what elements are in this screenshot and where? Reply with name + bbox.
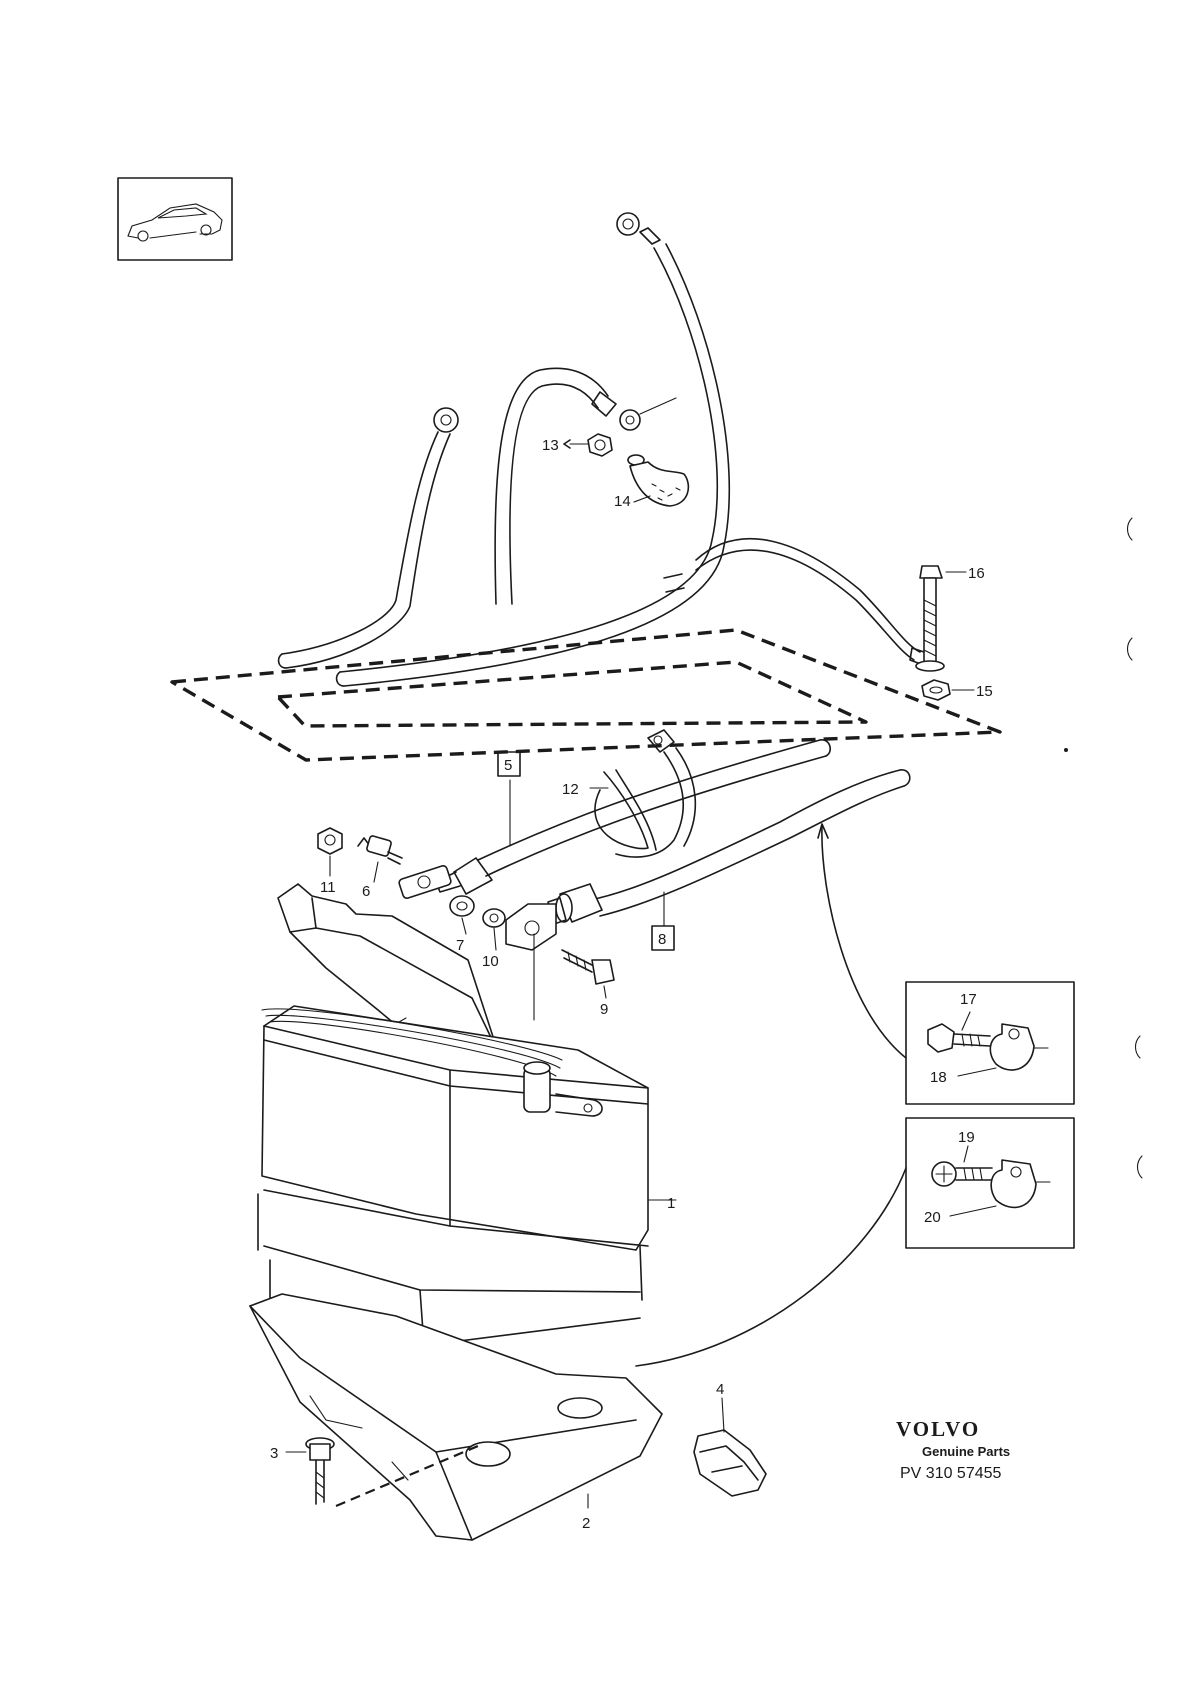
callout-8-box xyxy=(651,925,675,951)
part-16-bolt xyxy=(915,565,967,672)
callout-17: 17 xyxy=(960,991,977,1008)
drawing-code: PV 310 57455 xyxy=(900,1465,1002,1482)
brand-subtitle: Genuine Parts xyxy=(922,1444,1010,1459)
callout-13: 13 xyxy=(542,437,559,454)
callout-5: 5 xyxy=(504,757,512,774)
negative-terminal-clamp xyxy=(505,903,557,1021)
cable-ground-left xyxy=(277,407,459,669)
callout-20: 20 xyxy=(924,1209,941,1226)
part-8-battery-cable xyxy=(547,769,911,927)
part-10-washer xyxy=(482,908,506,951)
part-6-terminal-bolt xyxy=(357,835,403,883)
cable-ground-right xyxy=(695,538,931,667)
detail-inset-19-20 xyxy=(905,1117,1075,1249)
callout-6: 6 xyxy=(362,883,370,900)
part-11-nut xyxy=(317,827,343,877)
callout-14: 14 xyxy=(614,493,631,510)
inset-leaders xyxy=(635,823,907,1367)
part-2-battery-tray xyxy=(249,1293,663,1541)
scan-margin-marks xyxy=(1064,517,1143,1179)
car-sedan-icon xyxy=(127,203,223,242)
callout-4: 4 xyxy=(716,1381,724,1398)
callout-1: 1 xyxy=(667,1195,675,1212)
callout-16: 16 xyxy=(968,565,985,582)
part-4-clip xyxy=(693,1397,767,1497)
cable-main-positive xyxy=(335,212,731,687)
callout-15: 15 xyxy=(976,683,993,700)
callout-2: 2 xyxy=(582,1515,590,1532)
callout-10: 10 xyxy=(482,953,499,970)
part-9-bolt xyxy=(561,949,615,999)
battery-terminal-post xyxy=(523,1061,603,1117)
callout-11: 11 xyxy=(320,879,336,896)
callout-7: 7 xyxy=(456,937,464,954)
volvo-logo: VOLVO xyxy=(896,1417,980,1441)
part-12-cable-clip xyxy=(589,729,697,858)
part-1-battery xyxy=(257,1005,677,1347)
callout-5-box xyxy=(497,751,521,777)
part-13-nut xyxy=(563,433,613,457)
cable-arch xyxy=(494,367,677,605)
callout-12: 12 xyxy=(562,781,579,798)
part-3-bolt xyxy=(285,1437,335,1505)
detail-inset-17-18 xyxy=(905,981,1075,1105)
callout-19: 19 xyxy=(958,1129,975,1146)
callout-18: 18 xyxy=(930,1069,947,1086)
part-5-battery-cable xyxy=(398,739,832,899)
part-15-nut xyxy=(921,679,975,701)
callout-8: 8 xyxy=(658,931,666,948)
brand-block: VOLVO Genuine Parts PV 310 57455 xyxy=(896,1417,1010,1482)
car-thumbnail xyxy=(117,177,233,261)
part-14-terminal-boot xyxy=(627,454,690,507)
callout-3: 3 xyxy=(270,1445,278,1462)
callout-9: 9 xyxy=(600,1001,608,1018)
callout-labels: 1 2 3 4 5 6 7 8 9 10 11 12 13 14 15 16 1… xyxy=(270,437,993,1532)
part-7-washer xyxy=(449,895,475,935)
battery-tray-outline xyxy=(170,628,1002,762)
